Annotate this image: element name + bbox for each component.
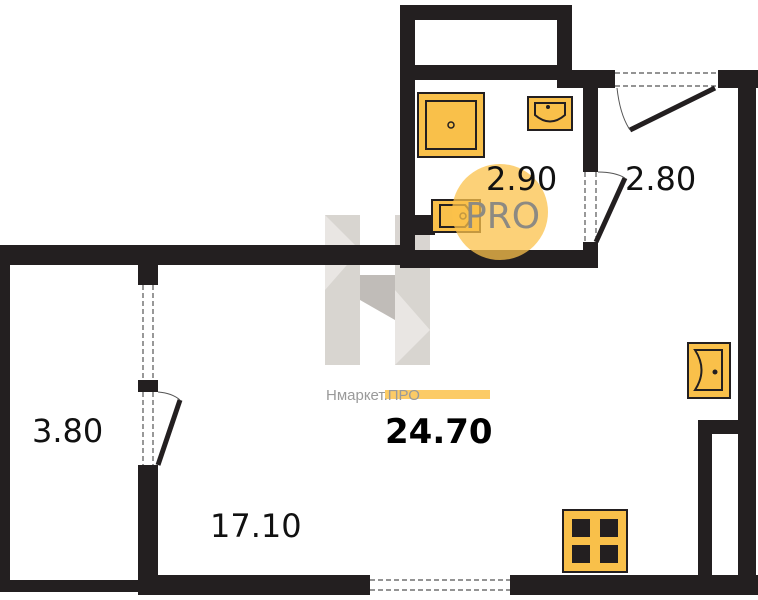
watermark-bar bbox=[385, 390, 490, 399]
bathroom-sink-icon bbox=[527, 96, 573, 131]
balcony-area-label: 3.80 bbox=[32, 412, 103, 450]
watermark-badge-icon bbox=[452, 164, 548, 260]
watermark-brand-text: Нмаркет.ПРО bbox=[326, 387, 420, 404]
openings bbox=[142, 72, 718, 591]
bathroom-area-label: 2.90 bbox=[486, 160, 557, 198]
living-area-label: 17.10 bbox=[210, 507, 302, 545]
kitchen-sink-icon bbox=[687, 342, 731, 399]
shower-tray-icon bbox=[417, 92, 485, 158]
total-area-label: 24.70 bbox=[385, 412, 493, 452]
watermark-badge-text: PRO bbox=[465, 196, 540, 237]
stove-icon bbox=[562, 509, 628, 573]
walls bbox=[0, 5, 758, 595]
hallway-area-label: 2.80 bbox=[625, 160, 696, 198]
